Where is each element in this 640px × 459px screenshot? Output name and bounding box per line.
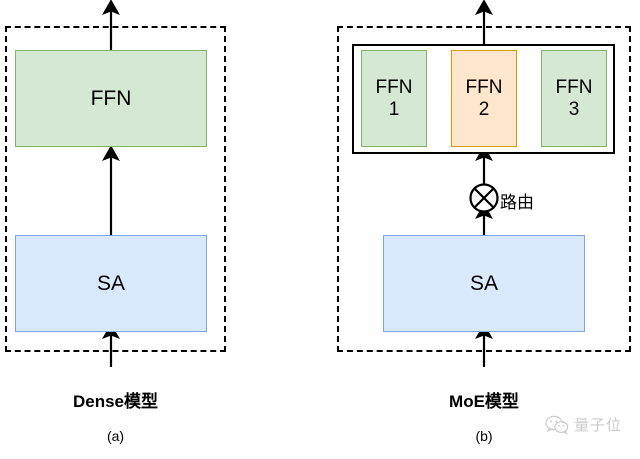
moe-caption-title: MoE模型: [449, 392, 519, 411]
watermark-text: 量子位: [574, 417, 623, 434]
dense-ffn-block: FFN: [15, 50, 207, 147]
moe-expert-3: FFN 3: [541, 50, 607, 147]
dense-model-boundary: [5, 26, 226, 352]
moe-sa-block: SA: [383, 235, 585, 332]
watermark: 量子位: [545, 414, 622, 435]
dense-caption-title: Dense模型: [72, 392, 159, 411]
dense-sa-block: SA: [15, 235, 207, 332]
wechat-icon: [545, 415, 569, 435]
moe-model-boundary: [337, 26, 631, 352]
moe-caption-sub: (b): [475, 428, 493, 444]
moe-expert-2: FFN 2: [451, 50, 517, 147]
dense-caption-sub: (a): [106, 428, 125, 444]
moe-expert-1: FFN 1: [361, 50, 427, 147]
moe-router-label: 路由: [500, 193, 534, 212]
